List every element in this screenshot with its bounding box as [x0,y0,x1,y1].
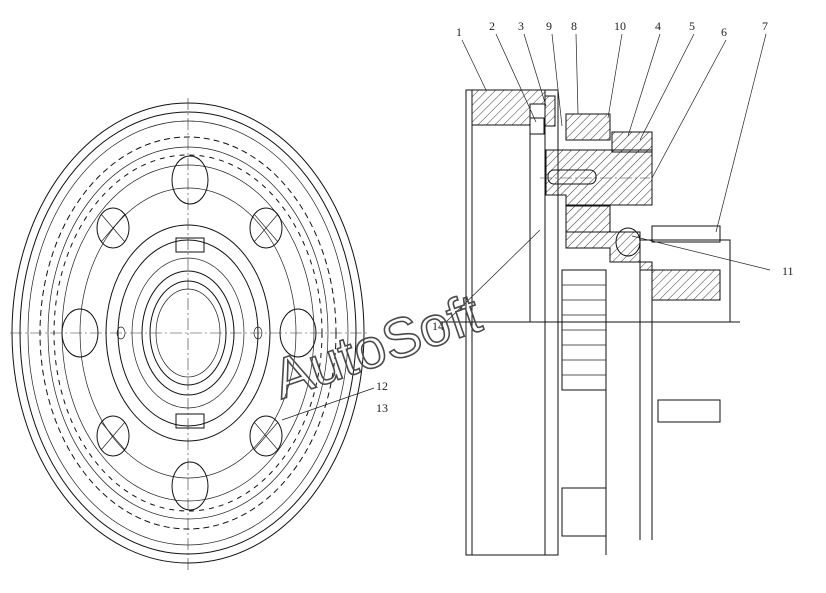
callout-1: 1 [456,25,462,39]
callout-14: 14 [432,319,444,333]
callout-8: 8 [571,19,577,33]
callout-4: 4 [655,19,661,33]
callout-2: 2 [489,19,495,33]
front-view [10,98,368,570]
section-view [440,89,740,556]
callout-11: 11 [782,264,794,278]
callout-6: 6 [721,25,727,39]
callout-13: 13 [376,401,388,415]
callout-labels: 1 2 3 9 8 10 4 5 6 7 11 14 12 13 [376,19,794,415]
callout-10: 10 [614,19,626,33]
callout-12: 12 [376,379,388,393]
leader-lines [281,33,771,421]
callout-5: 5 [689,19,695,33]
callout-7: 7 [762,19,768,33]
bolt-holes [61,155,317,511]
callout-3: 3 [518,19,524,33]
callout-9: 9 [546,19,552,33]
